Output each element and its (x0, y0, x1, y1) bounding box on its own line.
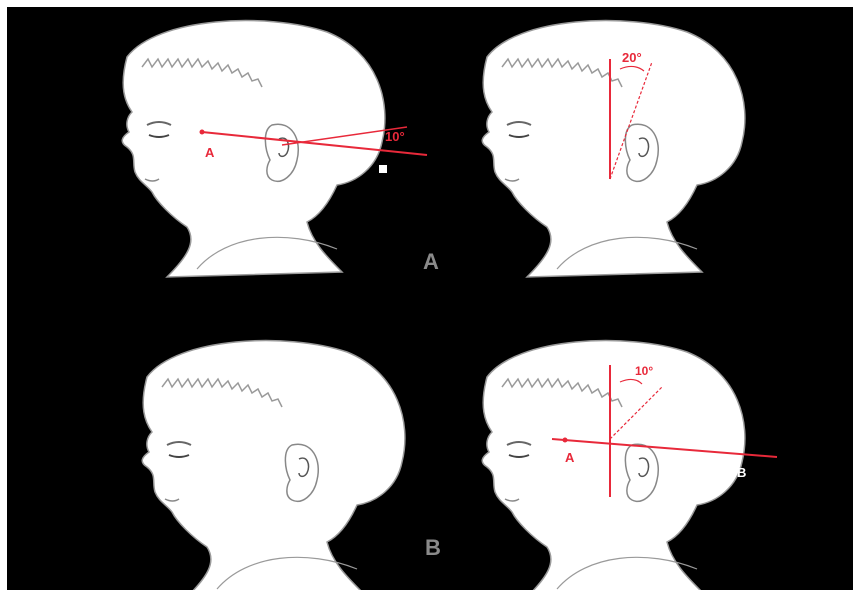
point-a-marker (200, 130, 205, 135)
figure-canvas: A 10° 20° A A 10° B B (7, 7, 853, 590)
point-a-marker (563, 438, 568, 443)
panel-top-left: A 10° (122, 21, 427, 277)
panel-top-right: 20° (482, 21, 745, 277)
panel-label-a: A (423, 249, 439, 274)
angle-label: 20° (622, 50, 642, 65)
panel-bottom-right: A 10° B (482, 341, 777, 590)
point-a-label: A (205, 145, 215, 160)
panel-bottom-left (142, 341, 405, 590)
angle-label: 10° (635, 364, 653, 378)
point-b-marker (379, 165, 387, 173)
point-a-label: A (565, 450, 575, 465)
figure-svg: A 10° 20° A A 10° B B (7, 7, 853, 590)
point-b-label: B (737, 465, 746, 480)
angle-label: 10° (385, 129, 405, 144)
panel-label-b: B (425, 535, 441, 560)
